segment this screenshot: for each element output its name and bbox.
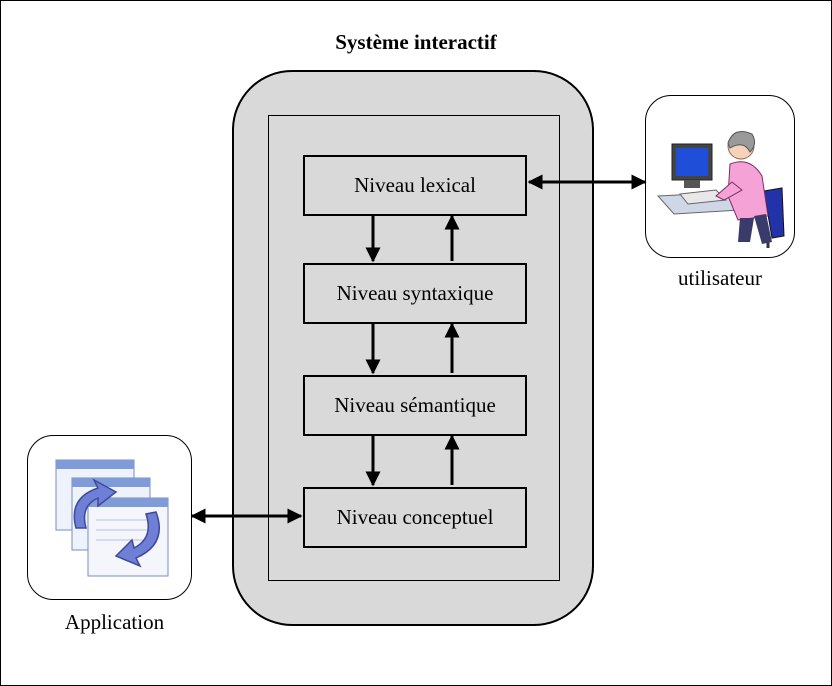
- level-conceptual-label: Niveau conceptuel: [336, 505, 494, 529]
- user-label: utilisateur: [678, 266, 762, 290]
- level-lexical-box: Niveau lexical: [303, 155, 527, 216]
- level-semantic-label: Niveau sémantique: [334, 393, 496, 417]
- application-cycle-icon: [55, 459, 169, 577]
- level-syntactic-box: Niveau syntaxique: [303, 263, 527, 324]
- level-semantic-box: Niveau sémantique: [303, 375, 527, 436]
- user-box: [645, 95, 795, 258]
- level-lexical-label: Niveau lexical: [354, 173, 476, 197]
- application-label: Application: [64, 610, 165, 634]
- computer-user-icon: [656, 131, 785, 248]
- level-conceptual-box: Niveau conceptuel: [303, 487, 527, 548]
- diagram-title: Système interactif: [335, 30, 497, 54]
- application-box: [27, 435, 192, 600]
- level-syntactic-label: Niveau syntaxique: [336, 281, 494, 305]
